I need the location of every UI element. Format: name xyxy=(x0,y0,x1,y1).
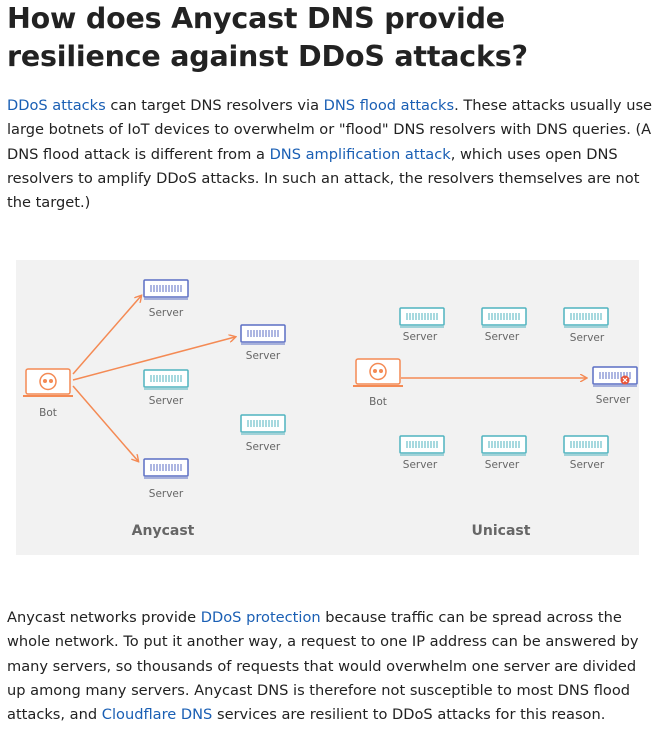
unicast-server-icon-4 xyxy=(399,435,445,456)
page-heading: How does Anycast DNS provide resilience … xyxy=(7,2,528,73)
unicast-server-label-5: Server xyxy=(485,459,520,471)
link-dns-flood-attacks[interactable]: DNS flood attacks xyxy=(323,97,455,114)
unicast-server-icon-3 xyxy=(563,307,609,328)
anycast-bot-icon xyxy=(22,368,74,397)
anycast-server-label-1: Server xyxy=(149,307,184,319)
unicast-server-icon-2 xyxy=(481,307,527,328)
unicast-bot-label: Bot xyxy=(369,396,387,408)
unicast-server-label-1: Server xyxy=(403,331,438,343)
intro-text-1: can target DNS resolvers via xyxy=(105,97,324,114)
intro-text-3: , which uses open DNS resolvers to ampli… xyxy=(7,145,640,212)
anycast-server-label-3: Server xyxy=(149,395,184,407)
anycast-caption: Anycast xyxy=(132,523,195,539)
unicast-targeted-server-icon xyxy=(592,366,638,387)
hit-marker-x xyxy=(622,377,628,383)
anycast-server-icon-2 xyxy=(240,324,286,345)
intro-text-2: . These attacks usually use large botnet… xyxy=(7,97,653,163)
link-dns-amplification-attack[interactable]: DNS amplification attack xyxy=(269,145,451,163)
unicast-server-label-targeted: Server xyxy=(596,394,631,406)
anycast-server-icon-4 xyxy=(240,414,286,435)
anycast-explanation-paragraph: Anycast networks provide DDoS protection… xyxy=(7,606,653,727)
anycast-server-label-4: Server xyxy=(246,441,281,453)
diagram-svg: Bot Server Server Server Server Server A… xyxy=(22,279,638,539)
unicast-server-icon-6 xyxy=(563,435,609,456)
unicast-server-label-6: Server xyxy=(570,459,605,471)
explanation-text-2: because traffic can be spread across the… xyxy=(7,609,639,724)
link-ddos-attacks[interactable]: DDoS attacks xyxy=(7,97,106,114)
unicast-caption: Unicast xyxy=(472,523,531,539)
anycast-server-icon-5 xyxy=(143,458,189,479)
anycast-arrow-1 xyxy=(72,296,141,375)
unicast-server-label-4: Server xyxy=(403,459,438,471)
unicast-server-icon-1 xyxy=(399,307,445,328)
anycast-server-icon-3 xyxy=(143,369,189,390)
unicast-server-label-2: Server xyxy=(485,331,520,343)
link-ddos-protection[interactable]: DDoS protection xyxy=(200,609,321,626)
unicast-server-icon-5 xyxy=(481,435,527,456)
link-cloudflare-dns[interactable]: Cloudflare DNS xyxy=(101,706,213,724)
intro-paragraph: DDoS attacks can target DNS resolvers vi… xyxy=(7,94,653,215)
anycast-server-icon-1 xyxy=(143,279,189,300)
anycast-arrow-2 xyxy=(72,337,235,381)
anycast-vs-unicast-diagram: Bot Server Server Server Server Server A… xyxy=(16,260,639,555)
explanation-text-1: Anycast networks provide xyxy=(7,609,201,626)
anycast-bot-label: Bot xyxy=(39,407,57,419)
anycast-server-label-5: Server xyxy=(149,488,184,500)
unicast-server-label-3: Server xyxy=(570,332,605,344)
anycast-arrow-3 xyxy=(72,385,138,461)
anycast-server-label-2: Server xyxy=(246,350,281,362)
explanation-text-3: services are resilient to DDoS attacks f… xyxy=(212,706,606,724)
unicast-bot-icon xyxy=(352,358,404,387)
